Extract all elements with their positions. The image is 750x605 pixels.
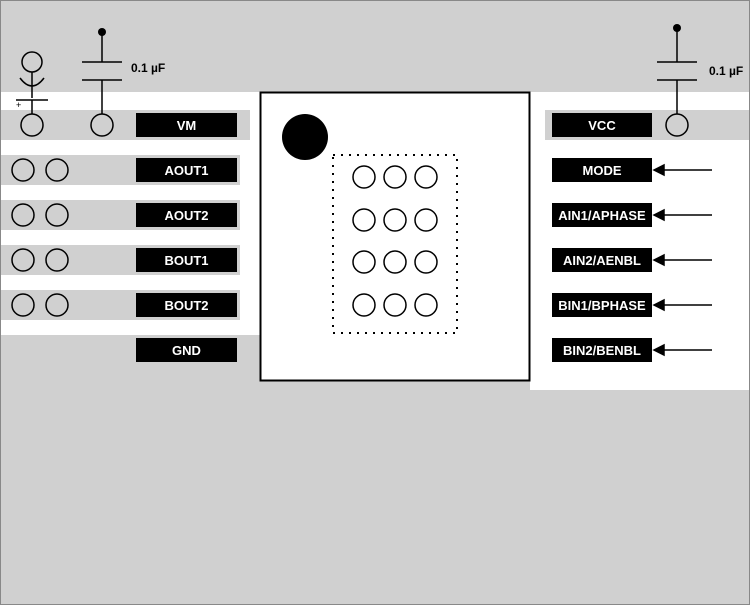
via-icon xyxy=(352,250,376,274)
pin-label-vcc: VCC xyxy=(552,113,652,137)
via-icon xyxy=(20,113,44,137)
arrow-left-icon xyxy=(652,163,712,177)
pin-label-bout2: BOUT2 xyxy=(136,293,237,317)
via-icon xyxy=(90,113,114,137)
via-icon xyxy=(11,203,35,227)
via-icon xyxy=(352,165,376,189)
via-icon xyxy=(383,208,407,232)
pin-label-ain1-aphase: AIN1/APHASE xyxy=(552,203,652,227)
board-bottom-copper xyxy=(0,335,260,605)
thermal-vias xyxy=(352,165,438,317)
pin-label-mode: MODE xyxy=(552,158,652,182)
via-icon xyxy=(352,293,376,317)
via-icon xyxy=(414,250,438,274)
arrow-left-icon xyxy=(652,253,712,267)
pin1-marker-icon xyxy=(282,114,328,160)
left-cap-value: 0.1 µF xyxy=(131,61,165,75)
right-cap-node-icon xyxy=(673,24,681,32)
via-icon xyxy=(414,293,438,317)
via-icon xyxy=(11,158,35,182)
via-icon xyxy=(45,248,69,272)
arrow-left-icon xyxy=(652,298,712,312)
polarity-mark: + xyxy=(16,100,21,110)
pin-label-ain2-aenbl: AIN2/AENBL xyxy=(552,248,652,272)
via-icon xyxy=(665,113,689,137)
left-capacitor-icon xyxy=(82,32,122,114)
via-icon xyxy=(352,208,376,232)
via-icon xyxy=(45,158,69,182)
right-capacitor-icon xyxy=(657,28,697,114)
pin-label-aout1: AOUT1 xyxy=(136,158,237,182)
via-icon xyxy=(11,248,35,272)
pin-label-bin1-bphase: BIN1/BPHASE xyxy=(552,293,652,317)
left-pin-vias xyxy=(11,113,114,317)
arrow-left-icon xyxy=(652,208,712,222)
input-arrows xyxy=(652,163,712,357)
via-icon xyxy=(414,208,438,232)
pin-label-bin2-benbl: BIN2/BENBL xyxy=(552,338,652,362)
board-bottom-right xyxy=(530,390,750,605)
right-cap-value: 0.1 µF xyxy=(709,64,743,78)
via-icon xyxy=(45,203,69,227)
via-icon xyxy=(414,165,438,189)
pin-label-gnd: GND xyxy=(136,338,237,362)
left-cap-node-icon xyxy=(98,28,106,36)
via-icon xyxy=(383,165,407,189)
arrow-left-icon xyxy=(652,343,712,357)
board-top-copper xyxy=(0,0,750,92)
pin-label-bout1: BOUT1 xyxy=(136,248,237,272)
via-icon xyxy=(383,293,407,317)
via-icon xyxy=(11,293,35,317)
via-icon xyxy=(45,293,69,317)
pin-label-vm: VM xyxy=(136,113,237,137)
pin-label-aout2: AOUT2 xyxy=(136,203,237,227)
via-icon xyxy=(383,250,407,274)
board-bottom-center xyxy=(260,380,530,605)
bulk-capacitor-icon xyxy=(16,51,48,114)
